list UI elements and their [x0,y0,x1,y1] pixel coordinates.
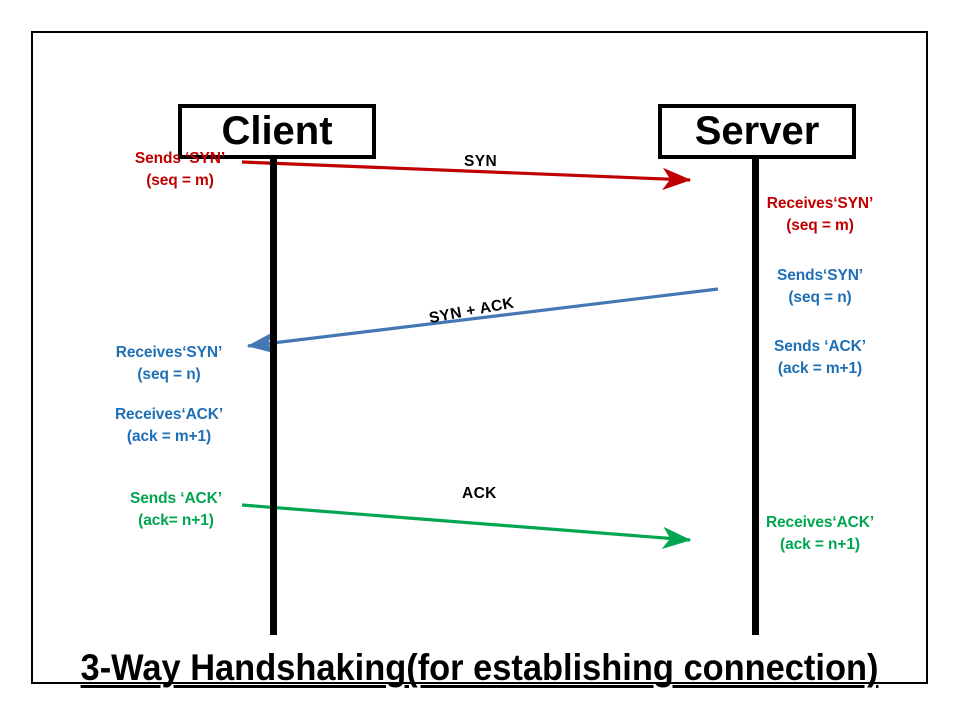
server-label: Server [694,109,820,153]
diagram-frame: Client Server Sends ‘SYN’ (seq = m) Rece… [31,31,928,688]
arrow-syn [241,160,692,191]
arrow-layer [241,160,719,550]
annotation-client-sends-ack: Sends ‘ACK’ (ack= n+1) [130,490,222,529]
annotation-client-receives-ack: Receives‘ACK’ (ack = m+1) [114,406,224,445]
annotation-server-sends-ack: Sends ‘ACK’ (ack = m+1) [774,338,866,377]
annotation-client-sends-syn: Sends ‘SYN’ (seq = m) [134,150,226,189]
server-node-box: Server [658,104,856,159]
server-lifeline [752,158,759,635]
annotation-server-sends-syn: Sends‘SYN’ (seq = n) [777,267,863,306]
arrow-ack [241,503,692,550]
annotation-server-receives-ack: Receives‘ACK’ (ack = n+1) [765,514,875,553]
arrow-syn-ack [246,287,719,354]
annotation-server-receives-syn: Receives‘SYN’ (seq = m) [766,195,874,234]
diagram-title: 3-Way Handshaking(for establishing conne… [80,647,879,688]
annotation-client-receives-syn: Receives‘SYN’ (seq = n) [115,344,223,383]
client-node-box: Client [178,104,376,159]
client-label: Client [221,109,333,153]
arrow-label-ack: ACK [462,485,497,502]
client-lifeline [270,158,277,635]
arrow-label-syn: SYN [464,153,498,170]
